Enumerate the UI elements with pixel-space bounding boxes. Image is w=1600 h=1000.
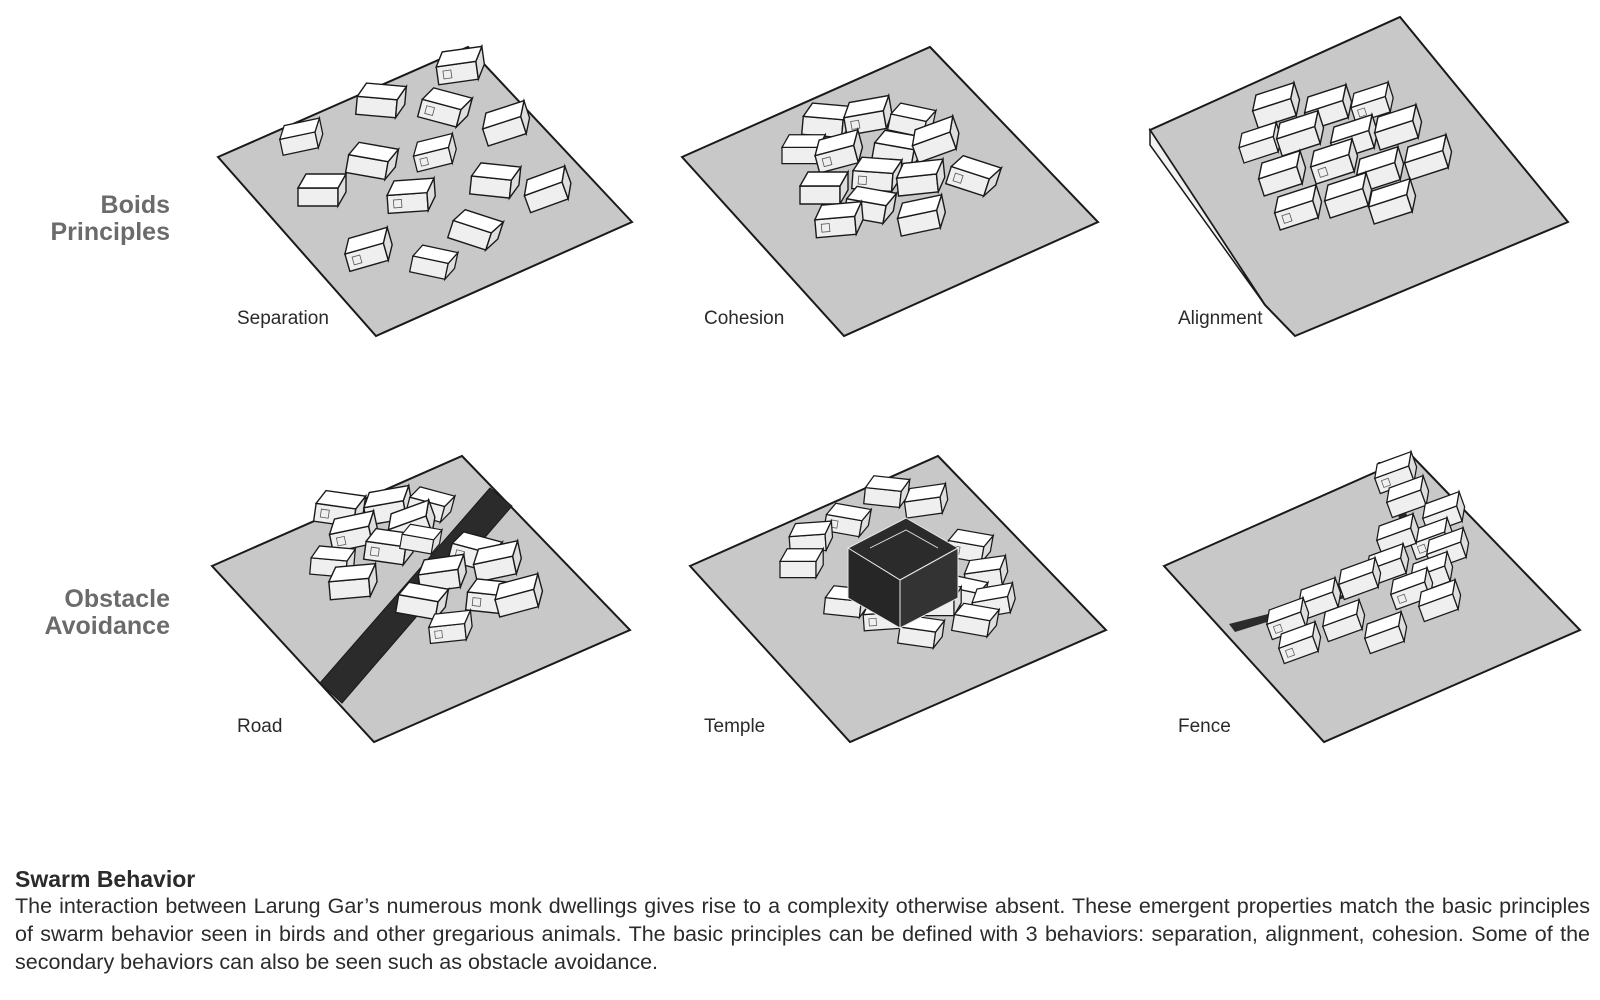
dwelling bbox=[1251, 79, 1301, 129]
dwelling bbox=[523, 163, 572, 214]
dwelling bbox=[427, 607, 473, 645]
dwelling bbox=[903, 481, 949, 519]
dwelling bbox=[911, 113, 960, 164]
dwelling bbox=[327, 560, 378, 601]
dwelling bbox=[344, 141, 400, 182]
dwelling bbox=[1403, 131, 1453, 181]
dwelling bbox=[278, 115, 324, 157]
dwelling bbox=[1275, 107, 1325, 157]
dwelling bbox=[468, 162, 523, 201]
dwelling bbox=[1265, 595, 1310, 641]
dwelling bbox=[1323, 169, 1373, 219]
dwelling bbox=[1385, 473, 1430, 519]
dwelling bbox=[343, 224, 393, 273]
dwelling bbox=[788, 518, 834, 554]
swarm-diagram-drawing bbox=[210, 15, 1582, 744]
dwelling bbox=[798, 169, 850, 207]
dwelling bbox=[895, 156, 946, 197]
dwelling bbox=[863, 475, 911, 510]
dwelling bbox=[950, 602, 1001, 639]
dwelling bbox=[399, 523, 443, 556]
dwelling bbox=[416, 87, 474, 130]
panel-label-alignment: Alignment bbox=[1178, 308, 1263, 329]
dwelling bbox=[1273, 181, 1323, 231]
dwelling bbox=[896, 192, 947, 237]
dwelling bbox=[1257, 147, 1307, 197]
dwelling bbox=[842, 92, 893, 137]
caption-body: The interaction between Larung Gar’s num… bbox=[15, 894, 1590, 974]
dwelling bbox=[896, 614, 946, 651]
dwelling bbox=[446, 208, 505, 253]
dwelling bbox=[472, 538, 523, 583]
dwelling bbox=[778, 546, 825, 580]
dwelling bbox=[1309, 135, 1359, 185]
dwelling bbox=[1417, 577, 1462, 623]
dwelling bbox=[481, 97, 531, 147]
dwelling bbox=[944, 154, 1003, 199]
dwellings bbox=[278, 43, 1470, 665]
dwelling bbox=[1389, 565, 1434, 611]
dwelling bbox=[1375, 511, 1420, 557]
panel-label-temple: Temple bbox=[704, 716, 766, 737]
panel-label-separation: Separation bbox=[237, 308, 329, 329]
dwelling bbox=[435, 43, 486, 86]
dwelling bbox=[1350, 79, 1394, 124]
dwelling bbox=[1363, 609, 1408, 655]
dwelling bbox=[385, 175, 436, 215]
dwelling bbox=[1367, 175, 1417, 225]
dwelling bbox=[1337, 555, 1382, 601]
dwelling bbox=[354, 82, 408, 121]
dwelling bbox=[813, 198, 864, 239]
dwelling bbox=[494, 570, 544, 618]
dwelling bbox=[394, 581, 450, 622]
row-label-boids-principles: Boids Principles bbox=[50, 191, 171, 246]
dwelling bbox=[408, 244, 460, 282]
dwelling bbox=[851, 156, 904, 194]
dwelling bbox=[296, 171, 348, 209]
caption: Swarm Behavior The interaction between L… bbox=[15, 866, 1590, 976]
temple-obstacle bbox=[846, 517, 960, 629]
dwelling bbox=[814, 126, 864, 174]
panel-label-cohesion: Cohesion bbox=[704, 308, 785, 329]
dwelling bbox=[1373, 449, 1418, 495]
dwelling bbox=[412, 130, 457, 173]
row-label-obstacle-avoidance: Obstacle Avoidance bbox=[44, 585, 170, 640]
dwelling bbox=[1373, 101, 1423, 151]
dwelling bbox=[1321, 597, 1366, 643]
panel-label-fence: Fence bbox=[1178, 716, 1231, 737]
panel-label-road: Road bbox=[237, 716, 283, 737]
dwelling bbox=[417, 551, 468, 594]
caption-title: Swarm Behavior bbox=[15, 866, 196, 892]
dwelling bbox=[1277, 619, 1322, 665]
ground-fence bbox=[1162, 454, 1582, 744]
